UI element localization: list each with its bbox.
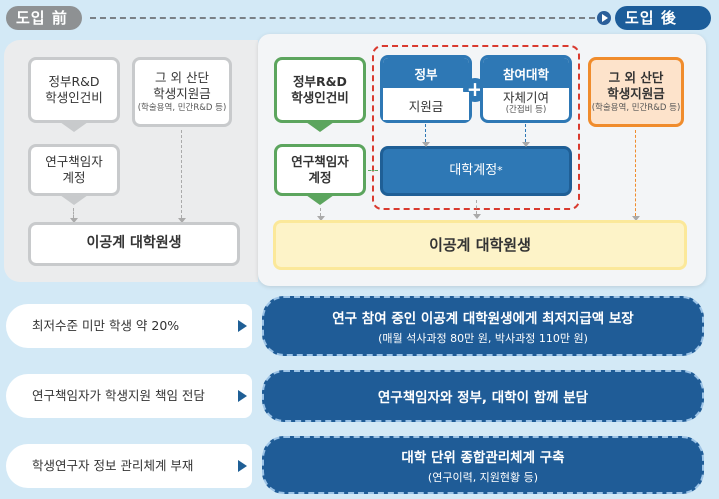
problem-row-3: 학생연구자 정보 관리체계 부재 bbox=[6, 444, 252, 488]
univ-account-label: 대학계정 bbox=[449, 162, 498, 178]
gov-support-body bbox=[383, 92, 469, 120]
solution-3-main: 대학 단위 종합관리체계 구축 bbox=[401, 449, 565, 466]
before-target-box: 이공계 대학원생 bbox=[28, 222, 240, 266]
before-rnd-box: 정부R&D 학생인건비 bbox=[28, 57, 120, 123]
after-pi-box: 연구책임자 계정 bbox=[274, 144, 366, 196]
problem-row-2: 연구책임자가 학생지원 책임 전담 bbox=[6, 374, 252, 418]
solution-row-2: 연구책임자와 정부, 대학이 함께 분담 bbox=[262, 370, 704, 422]
before-other-support-note: (학술용역, 민간R&D 등) bbox=[137, 103, 227, 114]
before-pi-arrow bbox=[70, 208, 78, 223]
solution-row-3: 대학 단위 종합관리체계 구축 (연구이력, 지원현황 등) bbox=[262, 436, 704, 494]
gov-support-title-label: 정부 bbox=[414, 67, 438, 82]
before-other-support-label: 그 외 산단 학생지원금 bbox=[153, 70, 211, 101]
univ-contrib-title: 참여대학 bbox=[502, 67, 549, 82]
before-label: 도입 前 bbox=[6, 6, 82, 30]
after-pi-to-target-arrow bbox=[317, 208, 325, 221]
univ-account-mark: * bbox=[497, 164, 503, 178]
after-other-to-target-arrow bbox=[632, 130, 640, 221]
pi-to-account-link bbox=[368, 170, 378, 171]
after-target-box: 이공계 대학원생 bbox=[273, 220, 687, 270]
problem-row-1: 최저수준 미만 학생 약 20% bbox=[6, 304, 252, 348]
timeline-arrow-icon bbox=[597, 11, 611, 25]
univ-contrib-header bbox=[483, 58, 569, 88]
univ-contrib-sub: 자체기여 bbox=[502, 90, 549, 105]
gov-to-account-arrow bbox=[422, 124, 430, 147]
gov-support-sub-label: 지원금 bbox=[408, 99, 444, 114]
row-2-arrow-icon bbox=[238, 390, 247, 402]
after-other-support-note: (학술용역, 민간R&D 등) bbox=[591, 103, 681, 114]
before-other-arrow bbox=[178, 130, 186, 223]
account-to-target-arrow bbox=[473, 200, 481, 219]
before-other-support-box: 그 외 산단 학생지원금 (학술용역, 민간R&D 등) bbox=[132, 57, 232, 127]
univ-contrib-note: (간접비 등) bbox=[505, 105, 547, 115]
before-pi-box: 연구책임자 계정 bbox=[28, 144, 120, 196]
solution-1-detail: (매월 석사과정 80만 원, 박사과정 110만 원) bbox=[378, 331, 588, 345]
solution-row-1: 연구 참여 중인 이공계 대학원생에게 최저지급액 보장 (매월 석사과정 80… bbox=[262, 296, 704, 356]
after-label: 도입 後 bbox=[615, 6, 711, 30]
timeline-arrow-line bbox=[90, 17, 595, 19]
after-other-support-box: 그 외 산단 학생지원금 (학술용역, 민간R&D 등) bbox=[588, 57, 684, 127]
row-3-arrow-icon bbox=[238, 460, 247, 472]
row-1-arrow-icon bbox=[238, 320, 247, 332]
univ-account-box: 대학계정* bbox=[380, 146, 572, 196]
solution-3-detail: (연구이력, 지원현황 등) bbox=[427, 470, 539, 484]
solution-2-main: 연구책임자와 정부, 대학이 함께 분담 bbox=[377, 390, 589, 406]
solution-1-main: 연구 참여 중인 이공계 대학원생에게 최저지급액 보장 bbox=[332, 310, 634, 327]
after-rnd-box: 정부R&D 학생인건비 bbox=[274, 57, 366, 123]
gov-support-header bbox=[383, 58, 469, 88]
univ-to-account-arrow bbox=[522, 124, 530, 147]
after-other-support-label: 그 외 산단 학생지원금 bbox=[607, 70, 665, 101]
